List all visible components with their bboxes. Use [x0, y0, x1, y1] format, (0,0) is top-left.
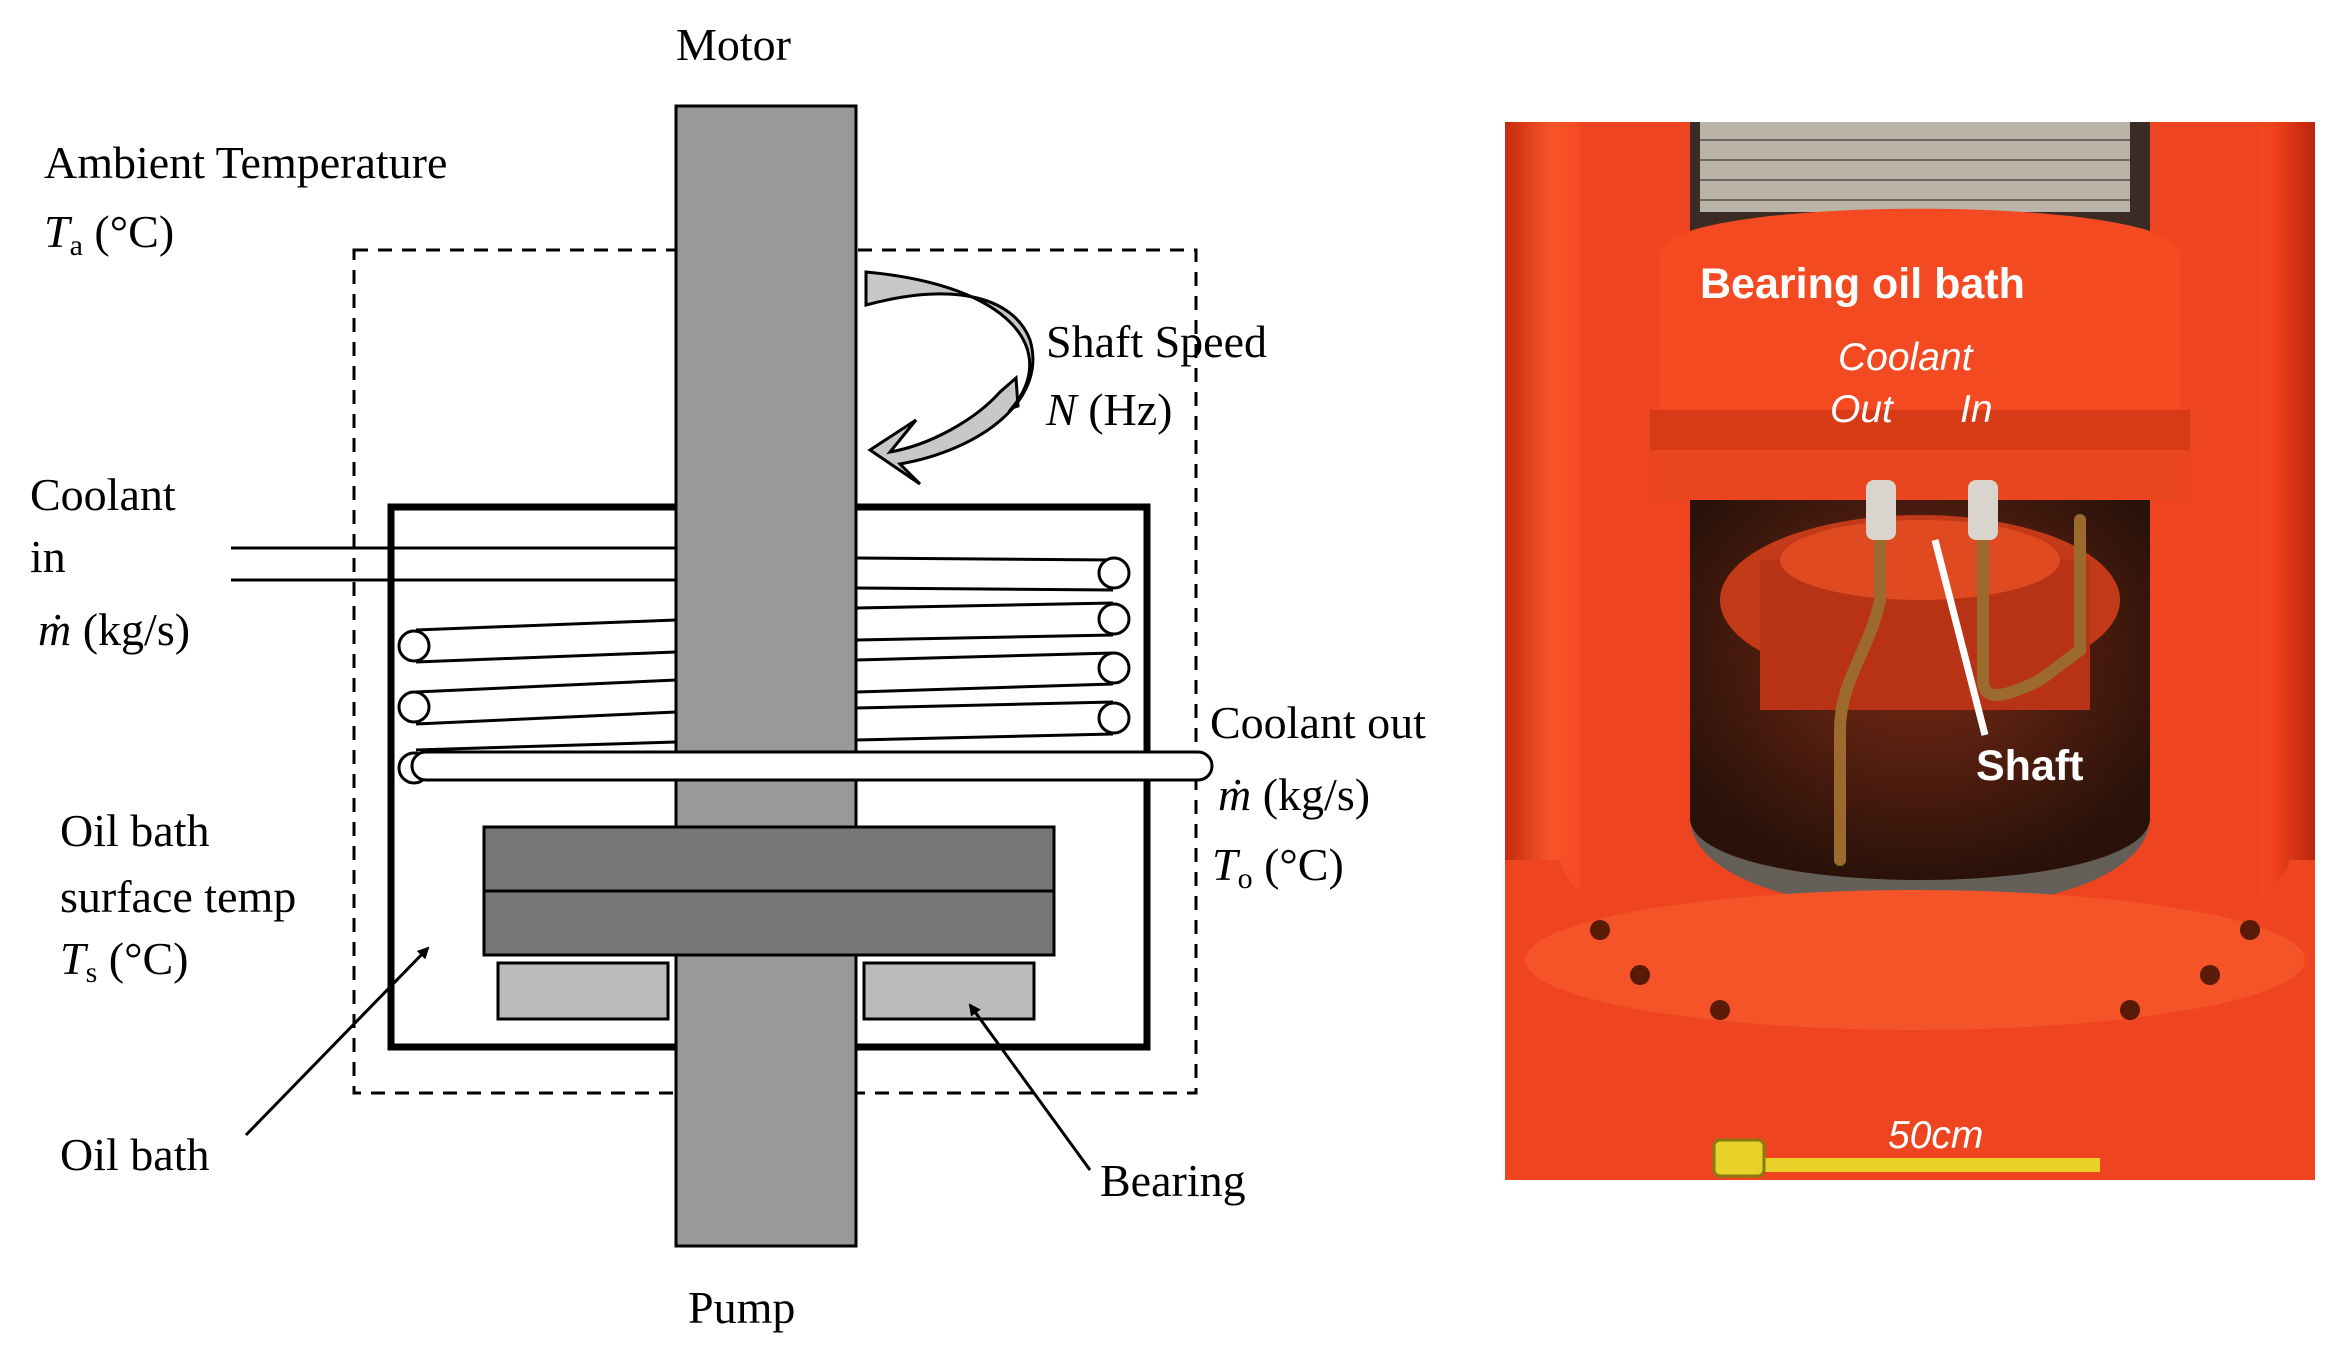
scale-caption: 50cm — [1888, 1114, 1983, 1157]
ambient-temperature-symbol: Ta (°C) — [44, 206, 174, 262]
coolant-out-flowrate: ṁ (kg/s) — [1218, 769, 1370, 820]
shaft-pointer — [1931, 539, 1989, 736]
tape-measure — [1760, 1158, 2100, 1172]
coolant-in-label-2: in — [30, 531, 66, 582]
bearing-left — [496, 961, 670, 1021]
shaft — [674, 104, 858, 1248]
coolant-caption: Coolant — [1838, 336, 1975, 379]
pump-photo: Bearing oil bath Coolant Out In Shaft 50… — [1505, 122, 2315, 1180]
coolant-out-caption: Out — [1830, 388, 1895, 431]
coolant-pipes — [1834, 514, 2086, 866]
coolant-in-flowrate: ṁ (kg/s) — [38, 604, 190, 655]
bearing-leader-arrow — [968, 1003, 1092, 1171]
bearing-oil-bath-caption: Bearing oil bath — [1700, 260, 2025, 308]
coolant-out-label: Coolant out — [1210, 697, 1426, 748]
coolant-outlet-pipe — [410, 750, 1214, 782]
cooling-coil — [231, 546, 1131, 785]
surface-temp-label-2: surface temp — [60, 871, 296, 922]
oil-bath-label: Oil bath — [60, 1129, 209, 1180]
surface-temp-label: Oil bath — [60, 805, 209, 856]
bearing-right — [862, 961, 1036, 1021]
ambient-temperature-label: Ambient Temperature — [44, 137, 447, 188]
rotation-arrow-icon — [864, 270, 1035, 486]
shaft-speed-symbol: N (Hz) — [1045, 384, 1172, 435]
coolant-out-temperature: To (°C) — [1212, 839, 1344, 895]
bearing-oil-bath-housing — [1660, 208, 2180, 420]
surface-temp-symbol: Ts (°C) — [60, 933, 189, 989]
coolant-in-caption: In — [1960, 388, 1993, 431]
coolant-in-label: Coolant — [30, 469, 176, 520]
bearing-label: Bearing — [1100, 1155, 1246, 1206]
shaft-caption: Shaft — [1976, 742, 2084, 790]
thrust-collar-lower — [482, 889, 1056, 957]
pump-label: Pump — [688, 1282, 795, 1333]
shaft-speed-label: Shaft Speed — [1046, 316, 1267, 367]
motor-label: Motor — [676, 19, 791, 70]
schematic-diagram: Motor Pump Ambient Temperature Ta (°C) S… — [30, 19, 1426, 1333]
oil-bath-leader-arrow — [244, 946, 430, 1137]
thrust-collar-upper — [482, 825, 1056, 893]
